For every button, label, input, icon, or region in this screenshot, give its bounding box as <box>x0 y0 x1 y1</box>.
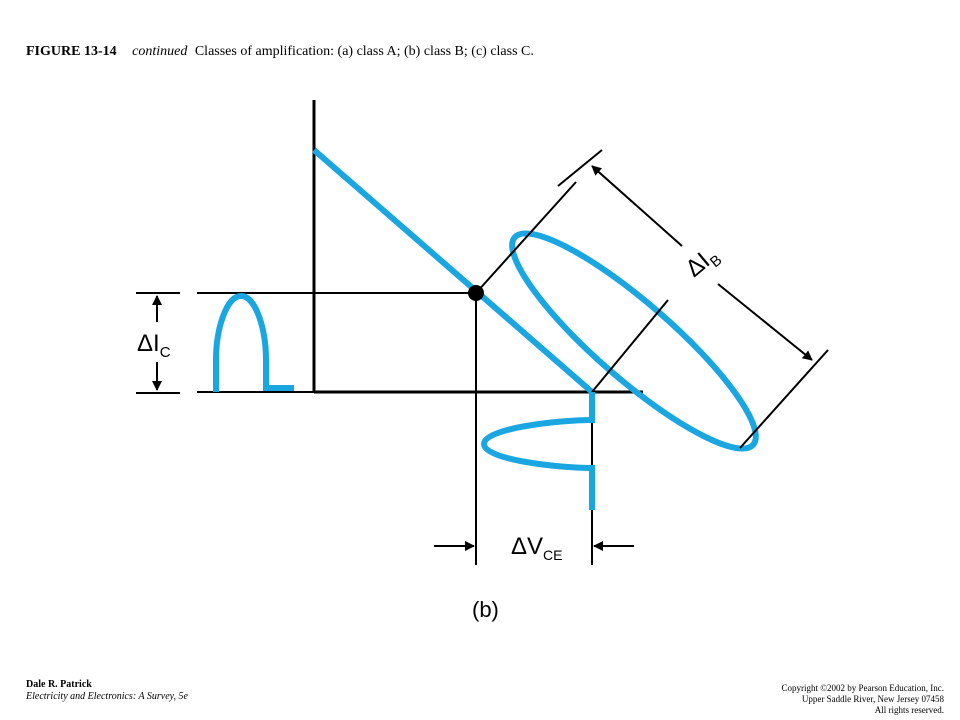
caption-continued: continued <box>132 44 188 59</box>
footer-author-block: Dale R. Patrick Electricity and Electron… <box>26 679 188 703</box>
ib-tick-upper <box>557 149 603 187</box>
load-line <box>312 147 594 395</box>
ib-label: ΔIB <box>681 241 726 286</box>
footer-copyright-block: Copyright ©2002 by Pearson Education, In… <box>781 683 944 716</box>
ib-arrow-lower <box>717 283 813 361</box>
ib-extension-lower <box>591 299 669 393</box>
vce-waveform <box>480 392 595 510</box>
footer-author: Dale R. Patrick <box>26 679 92 690</box>
ib-arrow-upper <box>591 165 683 247</box>
vce-label: ΔVCE <box>511 533 563 563</box>
ic-waveform <box>213 292 294 392</box>
ic-label: ΔIC <box>137 330 171 361</box>
footer-rights: All rights reserved. <box>874 705 944 715</box>
ib-tick-lower <box>739 349 829 449</box>
caption-text: Classes of amplification: (a) class A; (… <box>194 44 534 59</box>
figure-caption: FIGURE 13-14 continued Classes of amplif… <box>26 44 534 60</box>
footer-copyright: Copyright ©2002 by Pearson Education, In… <box>781 683 944 693</box>
footer-book: Electricity and Electronics: A Survey, 5… <box>26 691 188 702</box>
q-point <box>468 285 484 301</box>
ib-extension-upper <box>475 181 577 294</box>
figure-label: FIGURE 13-14 <box>26 44 117 59</box>
footer-address: Upper Saddle River, New Jersey 07458 <box>801 694 944 704</box>
panel-label: (b) <box>472 597 499 622</box>
